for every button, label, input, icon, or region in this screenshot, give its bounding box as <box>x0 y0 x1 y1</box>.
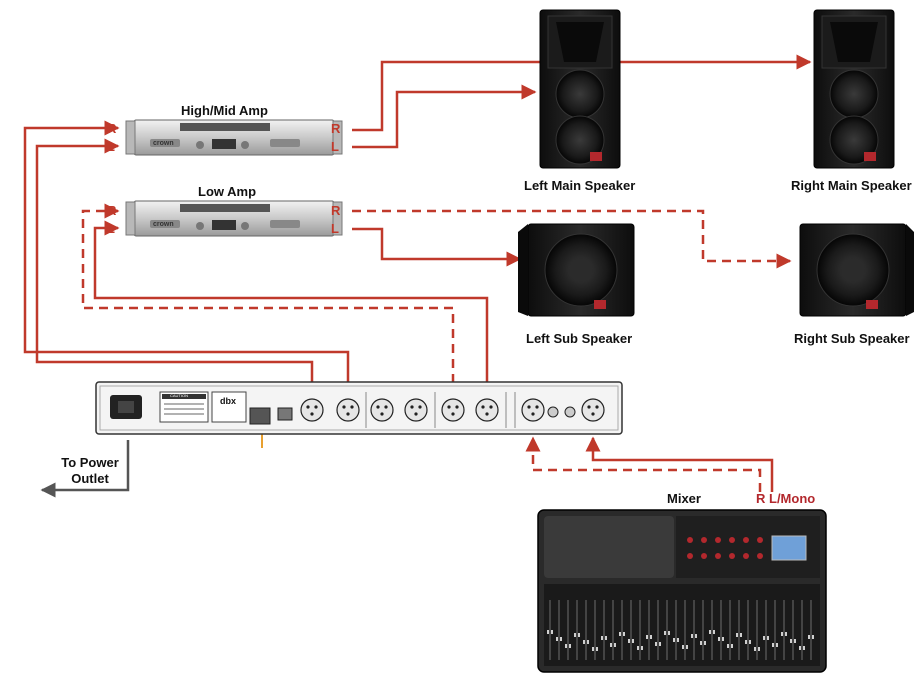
signal-lines-dashed <box>81 203 792 492</box>
right-sub-speaker-label: Right Sub Speaker <box>794 331 910 346</box>
right-sub-speaker <box>799 223 914 317</box>
dbx-logo: dbx <box>220 396 237 406</box>
low-in-l: L <box>107 221 115 236</box>
left-main-speaker-label: Left Main Speaker <box>524 178 636 193</box>
low-amp-label: Low Amp <box>198 184 257 199</box>
right-main-speaker-label: Right Main Speaker <box>791 178 912 193</box>
low-amp-brand: crown <box>153 221 174 228</box>
high-mid-out-l: L <box>331 139 339 154</box>
mixer-label: Mixer <box>667 491 701 506</box>
power-cable <box>40 440 130 498</box>
high-mid-out-r: R <box>331 121 341 136</box>
low-out-r: R <box>331 203 341 218</box>
low-in-r: R <box>107 203 117 218</box>
mixer-console <box>537 509 827 673</box>
high-mid-in-l: L <box>107 139 115 154</box>
left-sub-speaker-label: Left Sub Speaker <box>526 331 633 346</box>
power-outlet-label: To Power Outlet <box>56 455 124 487</box>
left-main-speaker <box>539 9 621 169</box>
left-sub-speaker <box>518 223 635 317</box>
power-label-line1: To Power <box>61 455 119 470</box>
high-mid-amp-label: High/Mid Amp <box>181 103 268 118</box>
caution-label: CAUTION <box>170 393 188 398</box>
high-mid-amp <box>125 119 343 156</box>
power-label-line2: Outlet <box>71 471 109 486</box>
signal-lines-solid <box>23 54 812 492</box>
low-amp <box>125 200 343 237</box>
high-mid-in-r: R <box>107 121 117 136</box>
high-mid-amp-brand: crown <box>153 140 174 147</box>
right-main-speaker <box>813 9 895 169</box>
low-out-l: L <box>331 221 339 236</box>
dbx-processor <box>95 381 623 435</box>
mixer-outputs-label: R L/Mono <box>756 491 816 506</box>
